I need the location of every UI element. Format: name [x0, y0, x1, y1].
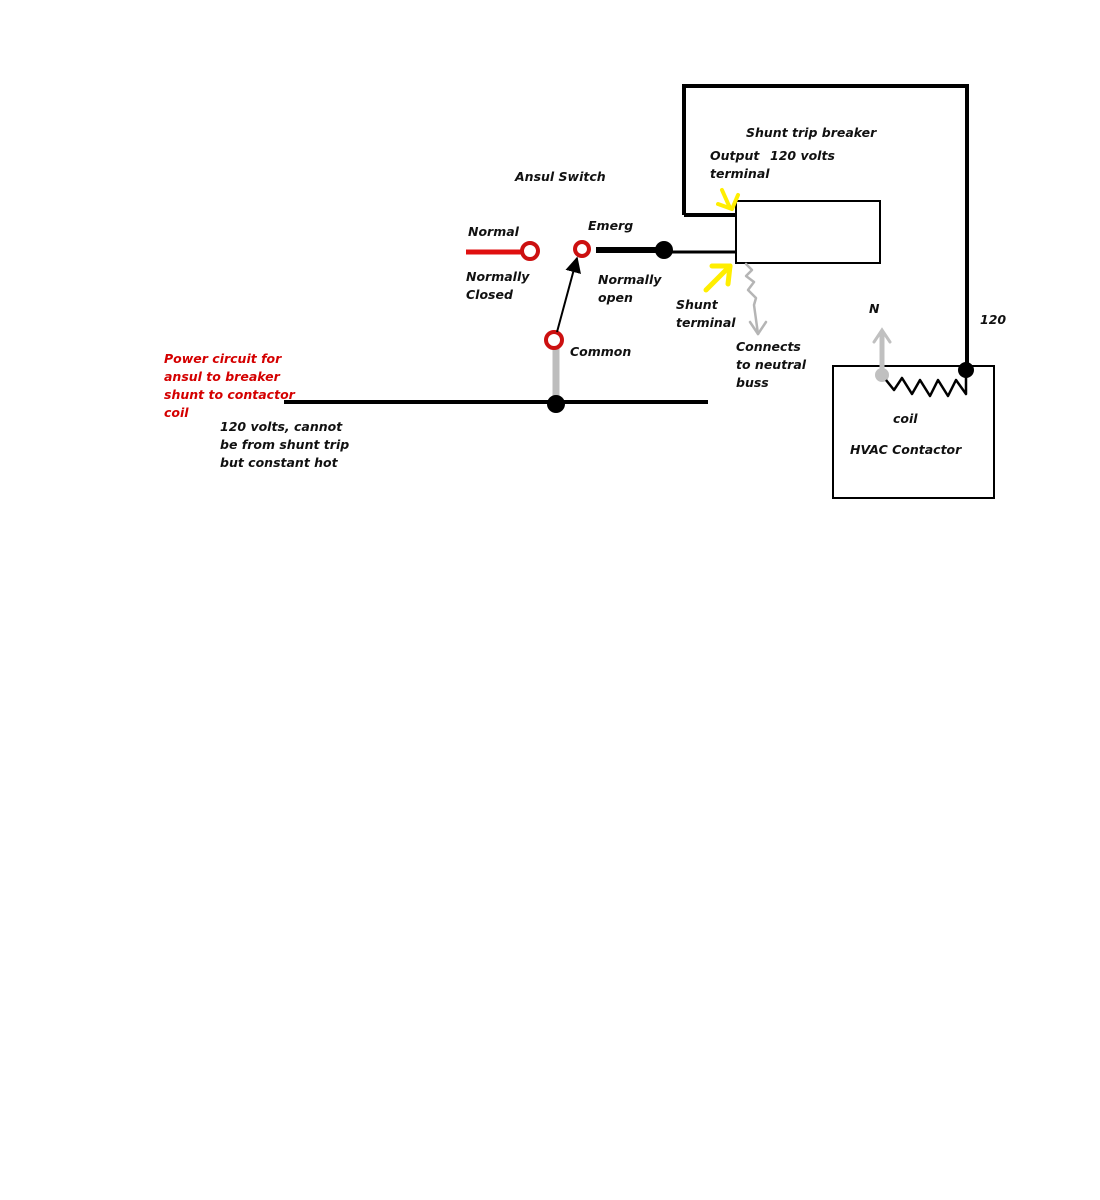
shunt-terminal-arrow-icon	[703, 263, 733, 293]
normally-open-label-1: Normally	[598, 272, 662, 287]
power-circuit-note-4: coil	[164, 405, 189, 420]
switch-arm-arrow	[556, 256, 581, 333]
breaker-loop-wire	[682, 84, 969, 369]
volts-120-label: 120 volts	[770, 148, 835, 163]
coil-neutral-terminal	[875, 368, 889, 382]
output-terminal-label-2: terminal	[710, 166, 770, 181]
neutral-buss-label-3: buss	[736, 375, 769, 390]
power-circuit-note-3: shunt to contactor	[164, 387, 296, 402]
constant-hot-note-1: 120 volts, cannot	[220, 419, 343, 434]
constant-hot-note-3: but constant hot	[220, 455, 339, 470]
normally-closed-label-2: Closed	[466, 287, 514, 302]
ansul-switch-label: Ansul Switch	[514, 169, 606, 184]
normal-label: Normal	[468, 224, 520, 239]
coil-resistor-icon	[885, 371, 968, 398]
normally-open-label-2: open	[598, 290, 633, 305]
emerg-terminal	[573, 240, 591, 258]
neutral-up-arrow-icon	[872, 327, 892, 373]
n-label: N	[869, 301, 880, 316]
emerg-label: Emerg	[588, 218, 633, 233]
output-terminal-arrow-icon	[716, 188, 740, 211]
common-terminal	[544, 330, 564, 350]
power-circuit-note-1: Power circuit for	[164, 351, 282, 366]
common-label: Common	[570, 344, 631, 359]
constant-hot-note-2: be from shunt trip	[220, 437, 349, 452]
hvac-contactor-box	[832, 365, 995, 499]
output-terminal-label-1: Output	[710, 148, 760, 163]
normal-terminal	[520, 241, 540, 261]
hvac-contactor-label: HVAC Contactor	[850, 442, 962, 457]
junction-dot-power	[547, 395, 565, 413]
shunt-trip-breaker-box	[735, 200, 881, 264]
shunt-trip-breaker-label: Shunt trip breaker	[746, 125, 877, 140]
power-circuit-note-2: ansul to breaker	[164, 369, 281, 384]
junction-dot-120	[958, 362, 974, 378]
junction-dot-emerg	[655, 241, 673, 259]
neutral-buss-label-2: to neutral	[736, 357, 807, 372]
neutral-buss-label-1: Connects	[736, 339, 801, 354]
neutral-lead-arrow-icon	[744, 262, 768, 336]
shunt-terminal-label-1: Shunt	[676, 297, 719, 312]
v120-label: 120	[980, 312, 1006, 327]
shunt-terminal-label-2: terminal	[676, 315, 736, 330]
coil-label: coil	[893, 411, 918, 426]
normally-closed-label-1: Normally	[466, 269, 530, 284]
